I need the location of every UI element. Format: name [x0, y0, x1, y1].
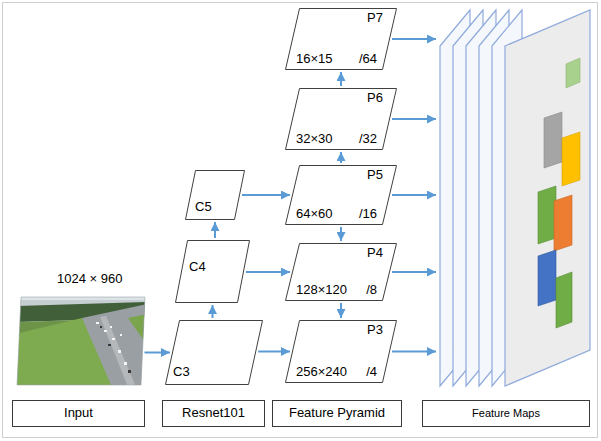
feature-box [562, 132, 580, 186]
stage-caption: Feature Maps [422, 400, 590, 427]
feature-map-stack [440, 10, 590, 386]
feature-sheet-front [505, 10, 590, 386]
flow-arrow [246, 271, 290, 273]
parallelogram-shape [286, 9, 397, 70]
feature-box [566, 58, 580, 88]
feature-arrow [392, 194, 436, 196]
feature-arrow [392, 351, 436, 353]
flow-arrow [242, 194, 290, 196]
stage-caption: Resnet101 [162, 400, 265, 427]
node-label: Feature Maps [472, 407, 540, 419]
parallelogram-shape [176, 241, 250, 303]
feature-arrows [392, 39, 436, 352]
stride-label: /64 [359, 52, 377, 66]
feature-box [538, 250, 556, 306]
parallelogram-shape [286, 166, 397, 225]
parallelogram-outline [185, 170, 245, 220]
node-label: Resnet101 [182, 406, 245, 420]
flow-arrow [340, 72, 342, 86]
photo-road [82, 304, 147, 387]
photo-edge [17, 297, 145, 385]
pyramid-level: P4 128×120/8 [285, 243, 397, 301]
node-label: Feature Pyramid [289, 406, 385, 420]
backbone-stage: C5 [185, 170, 245, 220]
node-label: P5 [367, 168, 383, 182]
stride-label: /4 [366, 365, 377, 379]
stride-label: /8 [366, 283, 377, 297]
parallelogram-shape [186, 171, 245, 220]
feature-box [538, 186, 556, 244]
flow-arrow [340, 303, 342, 318]
photo-vehicles-dark [100, 326, 131, 373]
parallelogram-shape [286, 89, 397, 150]
parallelogram-shape [166, 321, 263, 385]
node-label: P7 [367, 11, 383, 25]
node-label: C5 [195, 200, 212, 214]
node-label: P6 [367, 91, 383, 105]
flow-arrow [340, 227, 342, 241]
photo-vehicles [96, 322, 127, 365]
stage-caption: Input [12, 400, 145, 427]
flow-arrow [144, 352, 170, 354]
outer-frame [3, 3, 598, 438]
flow-arrow [340, 152, 342, 163]
backbone-stage: C4 [175, 240, 250, 303]
feature-arrow [392, 118, 436, 120]
map-size: 64×60 [296, 207, 333, 221]
feature-box [554, 195, 572, 251]
map-size: 256×240 [296, 365, 347, 379]
stage-caption: Feature Pyramid [272, 400, 402, 427]
feature-box [544, 112, 562, 168]
feature-arrow [392, 271, 436, 273]
flow-arrow [212, 305, 214, 318]
map-size: 16×15 [296, 52, 333, 66]
flow-arrow [258, 351, 290, 353]
node-label: Input [64, 406, 93, 420]
pyramid-level: P5 64×60/16 [285, 165, 397, 225]
node-label: P4 [367, 246, 383, 260]
pyramid-level: P7 16×15/64 [285, 8, 397, 70]
node-label: P3 [367, 323, 383, 337]
stride-label: /32 [359, 132, 377, 146]
node-label: C3 [173, 365, 190, 379]
flow-arrow [214, 222, 216, 238]
parallelogram-shape [286, 321, 397, 383]
input-image: 1024 × 960 [17, 297, 145, 385]
map-size: 32×30 [296, 132, 333, 146]
photo-sky [15, 295, 147, 387]
stride-label: /16 [359, 207, 377, 221]
input-photo [15, 295, 147, 387]
backbone-stage: C3 [165, 320, 263, 385]
feature-box [556, 272, 572, 328]
photo-lane [100, 316, 136, 387]
parallelogram-shape [286, 244, 397, 301]
pyramid-level: P3 256×240/4 [285, 320, 397, 383]
node-label: C4 [189, 260, 206, 274]
image-size: 1024 × 960 [57, 272, 122, 286]
feature-arrow [392, 38, 436, 40]
parallelogram-outline [175, 240, 250, 303]
pyramid-level: P6 32×30/32 [285, 88, 397, 150]
map-size: 128×120 [296, 283, 347, 297]
